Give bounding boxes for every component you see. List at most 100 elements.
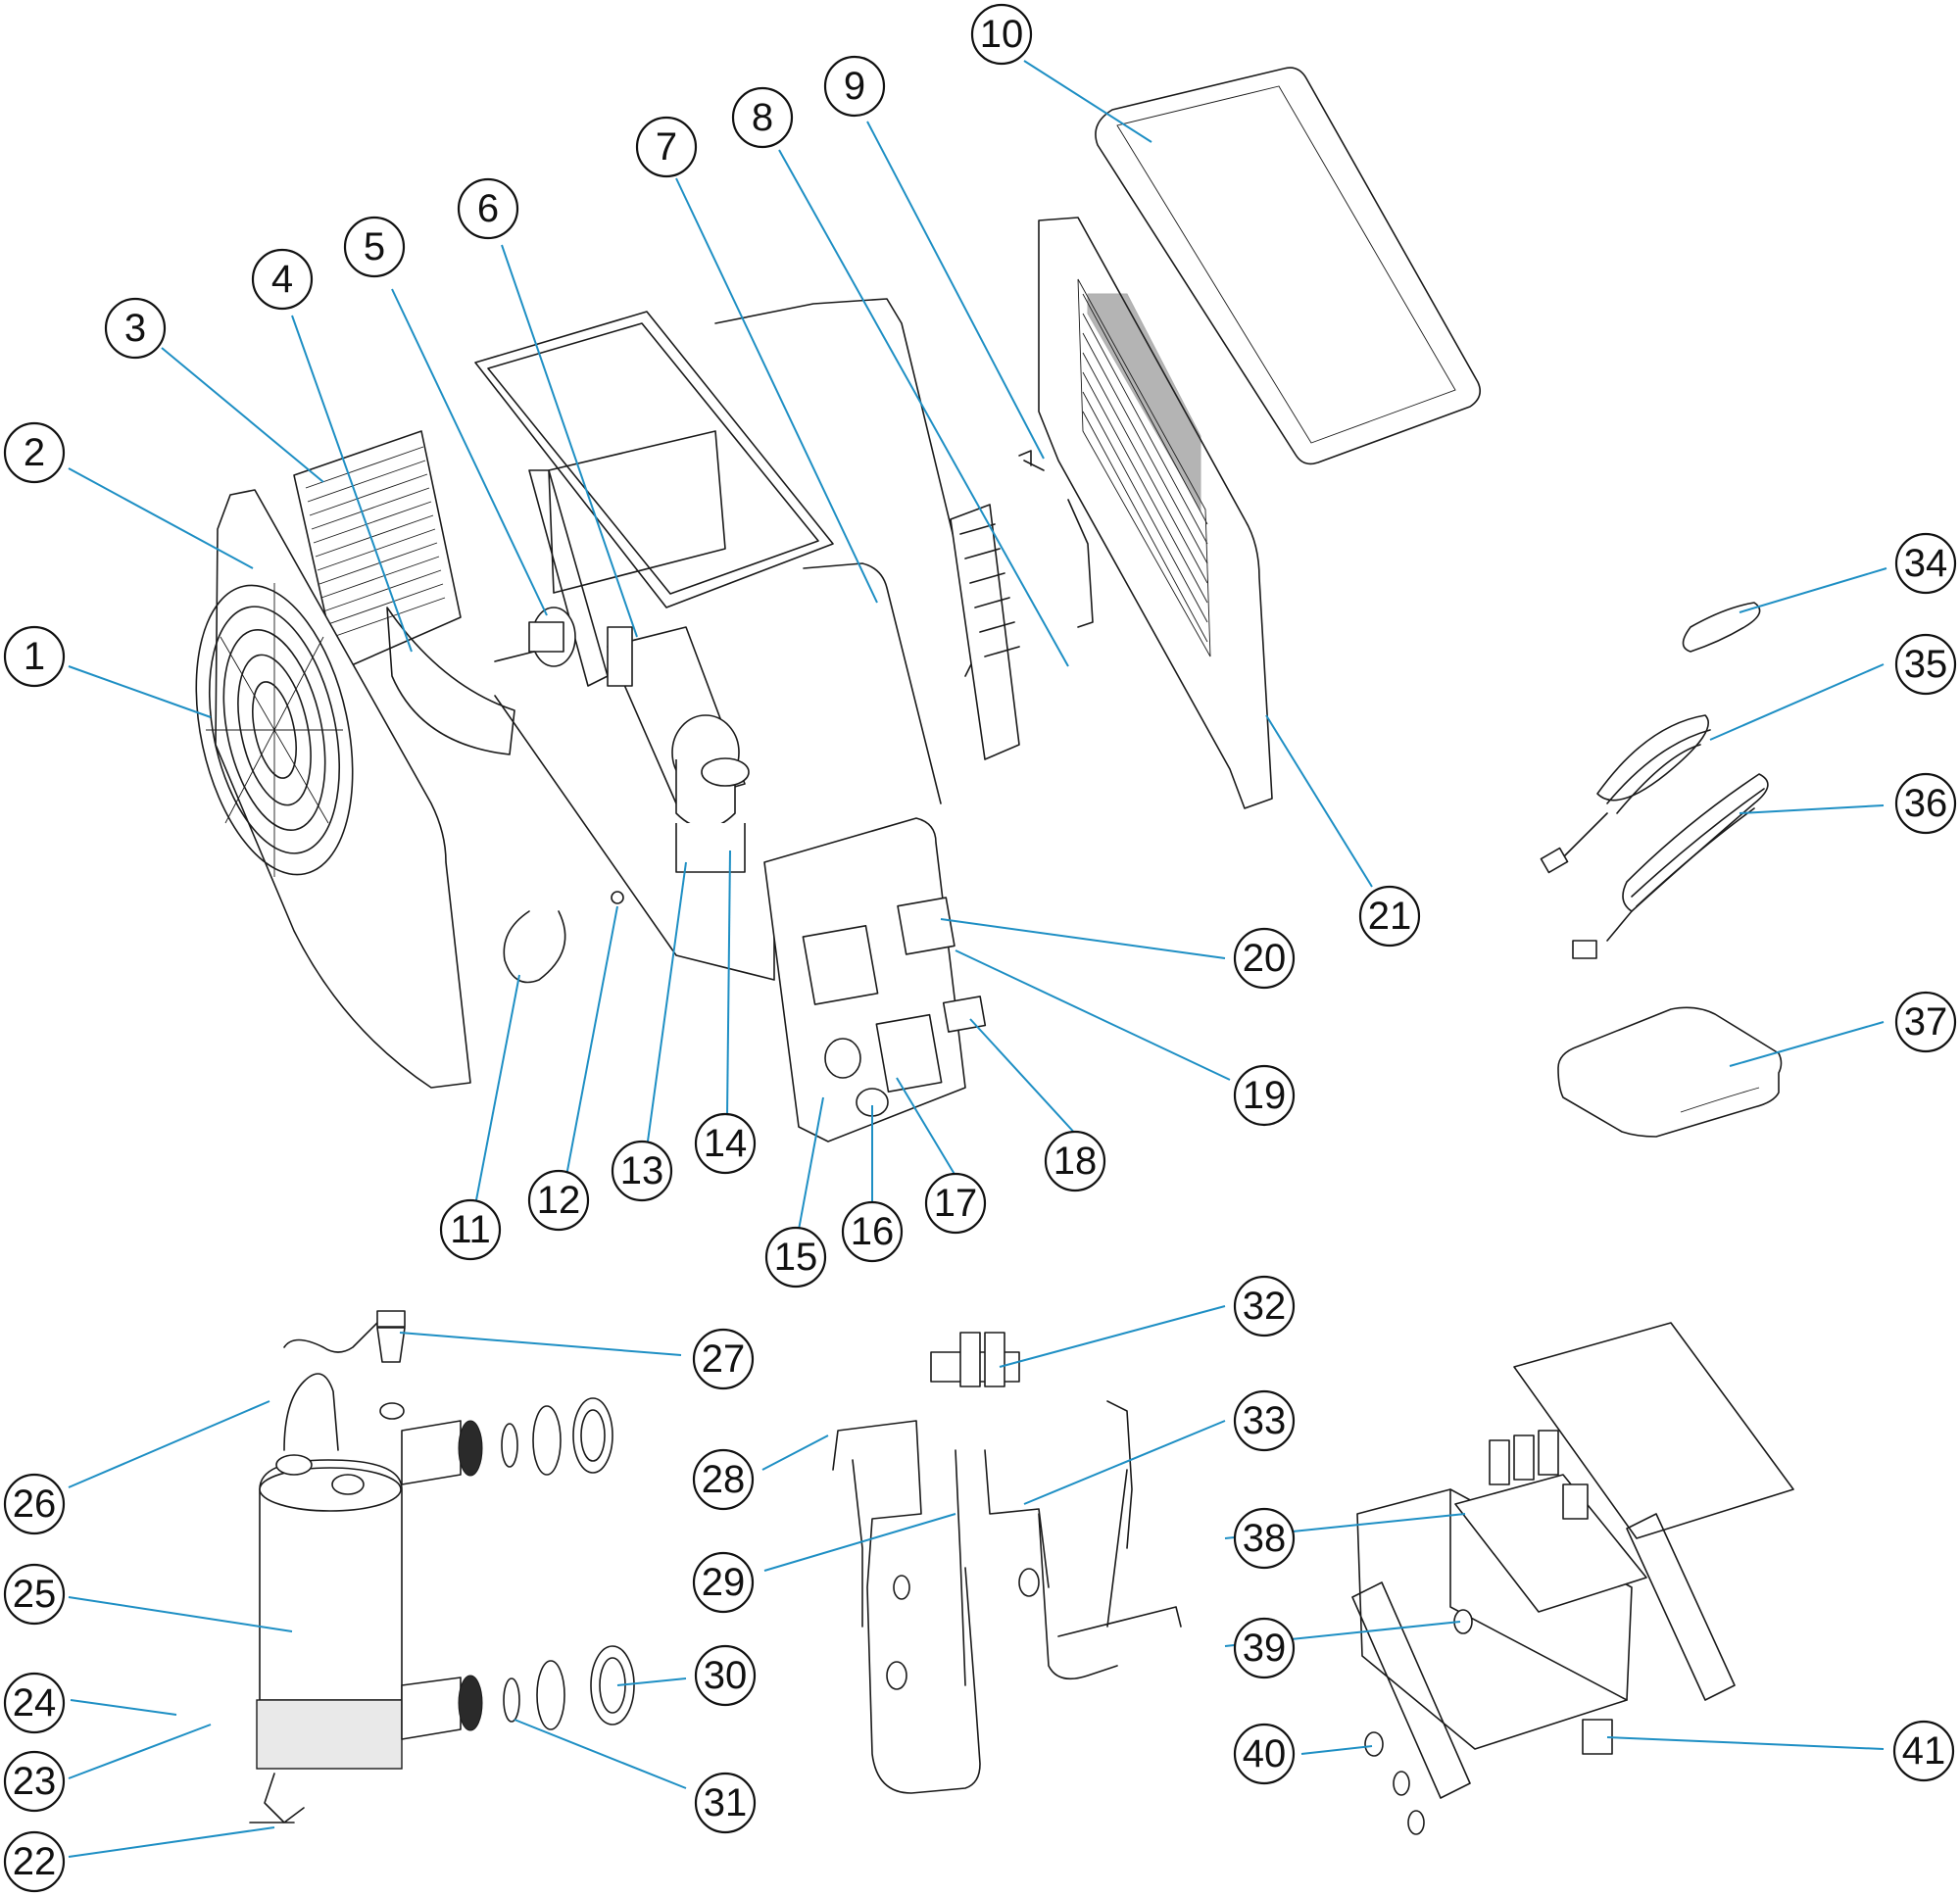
svg-text:9: 9	[844, 65, 865, 108]
callout-31: 31	[694, 1772, 757, 1834]
callout-35: 35	[1894, 633, 1957, 696]
leader-13	[646, 861, 687, 1149]
svg-text:2: 2	[24, 431, 45, 474]
part-pressure-switch	[1018, 450, 1094, 628]
svg-text:12: 12	[537, 1179, 581, 1222]
leader-24	[70, 1699, 177, 1716]
callout-20: 20	[1233, 927, 1296, 990]
svg-text:27: 27	[702, 1337, 746, 1381]
part-side-grille-panel	[1038, 217, 1273, 809]
svg-text:33: 33	[1243, 1399, 1287, 1442]
leader-21	[1265, 714, 1373, 888]
svg-text:21: 21	[1368, 895, 1412, 938]
leader-36	[1739, 804, 1885, 814]
callout-26: 26	[3, 1473, 66, 1535]
callout-38: 38	[1233, 1507, 1296, 1570]
svg-text:23: 23	[13, 1760, 57, 1803]
callout-24: 24	[3, 1672, 66, 1734]
part-water-flow-switch	[283, 1310, 406, 1420]
svg-text:39: 39	[1243, 1627, 1287, 1670]
svg-text:37: 37	[1904, 1000, 1948, 1044]
part-side-rail	[950, 504, 1020, 760]
part-union-fittings	[501, 1397, 635, 1730]
callout-18: 18	[1044, 1130, 1106, 1192]
svg-text:20: 20	[1243, 937, 1287, 980]
svg-text:8: 8	[752, 96, 773, 139]
callout-14: 14	[694, 1112, 757, 1175]
leader-20	[940, 918, 1226, 959]
callout-9: 9	[823, 55, 886, 118]
svg-text:6: 6	[477, 187, 499, 230]
svg-text:11: 11	[450, 1208, 491, 1251]
leader-41	[1606, 1736, 1885, 1750]
leader-12	[565, 905, 618, 1177]
leader-25	[68, 1596, 293, 1632]
callout-21: 21	[1358, 885, 1421, 948]
leader-7	[675, 177, 878, 604]
callout-13: 13	[611, 1140, 673, 1202]
callout-11: 11	[439, 1198, 502, 1261]
leader-19	[955, 949, 1231, 1081]
part-refrigerant-piping	[832, 1332, 1182, 1794]
part-evaporator-coil	[293, 430, 515, 755]
leader-18	[969, 1018, 1079, 1138]
callout-5: 5	[343, 216, 406, 278]
part-control-panel	[763, 817, 987, 1142]
svg-text:35: 35	[1904, 643, 1948, 686]
callout-34: 34	[1894, 532, 1957, 595]
leader-34	[1739, 567, 1887, 613]
svg-text:24: 24	[13, 1681, 57, 1725]
leader-17	[896, 1077, 956, 1177]
callout-30: 30	[694, 1644, 757, 1707]
leader-6	[501, 244, 638, 638]
leader-31	[514, 1719, 687, 1789]
leader-22	[68, 1826, 275, 1858]
leader-11	[474, 974, 520, 1206]
svg-text:34: 34	[1904, 542, 1948, 585]
svg-text:31: 31	[704, 1781, 748, 1824]
callout-2: 2	[3, 421, 66, 484]
leader-4	[291, 315, 413, 653]
leader-26	[68, 1400, 270, 1488]
part-cables	[1540, 602, 1769, 959]
svg-text:15: 15	[774, 1236, 818, 1279]
leader-8	[778, 149, 1069, 667]
part-winter-cover	[1557, 1006, 1783, 1138]
part-compressor	[671, 714, 750, 873]
svg-text:14: 14	[704, 1122, 748, 1165]
leader-9	[866, 121, 1045, 460]
callout-28: 28	[692, 1448, 755, 1511]
callout-39: 39	[1233, 1617, 1296, 1679]
leader-5	[391, 288, 548, 616]
part-electric-box	[1351, 1322, 1794, 1835]
leader-37	[1729, 1021, 1885, 1067]
callout-17: 17	[924, 1172, 987, 1235]
callout-3: 3	[104, 297, 167, 360]
callout-33: 33	[1233, 1389, 1296, 1452]
svg-text:5: 5	[364, 225, 385, 268]
svg-text:30: 30	[704, 1654, 748, 1697]
part-titanium-heat-exchanger	[249, 1373, 483, 1823]
part-top-cover	[1095, 67, 1481, 465]
callouts: 1 2 3 4 5 6 7 8 9 10 11 12 13 14 15 16 1…	[3, 3, 1957, 1893]
callout-4: 4	[251, 248, 314, 311]
svg-text:3: 3	[124, 307, 146, 350]
part-capillary-tube	[503, 891, 624, 984]
callout-8: 8	[731, 86, 794, 149]
callout-41: 41	[1892, 1720, 1955, 1782]
leader-14	[726, 850, 731, 1118]
svg-text:17: 17	[934, 1182, 978, 1225]
leader-32	[999, 1305, 1226, 1368]
leader-40	[1300, 1745, 1373, 1755]
callout-29: 29	[692, 1551, 755, 1614]
svg-text:10: 10	[980, 13, 1024, 56]
svg-text:32: 32	[1243, 1285, 1287, 1328]
callout-40: 40	[1233, 1723, 1296, 1785]
callout-32: 32	[1233, 1275, 1296, 1337]
svg-text:38: 38	[1243, 1517, 1287, 1560]
leader-15	[798, 1096, 824, 1231]
svg-text:19: 19	[1243, 1074, 1287, 1117]
leader-3	[161, 347, 324, 483]
svg-text:25: 25	[13, 1573, 57, 1616]
